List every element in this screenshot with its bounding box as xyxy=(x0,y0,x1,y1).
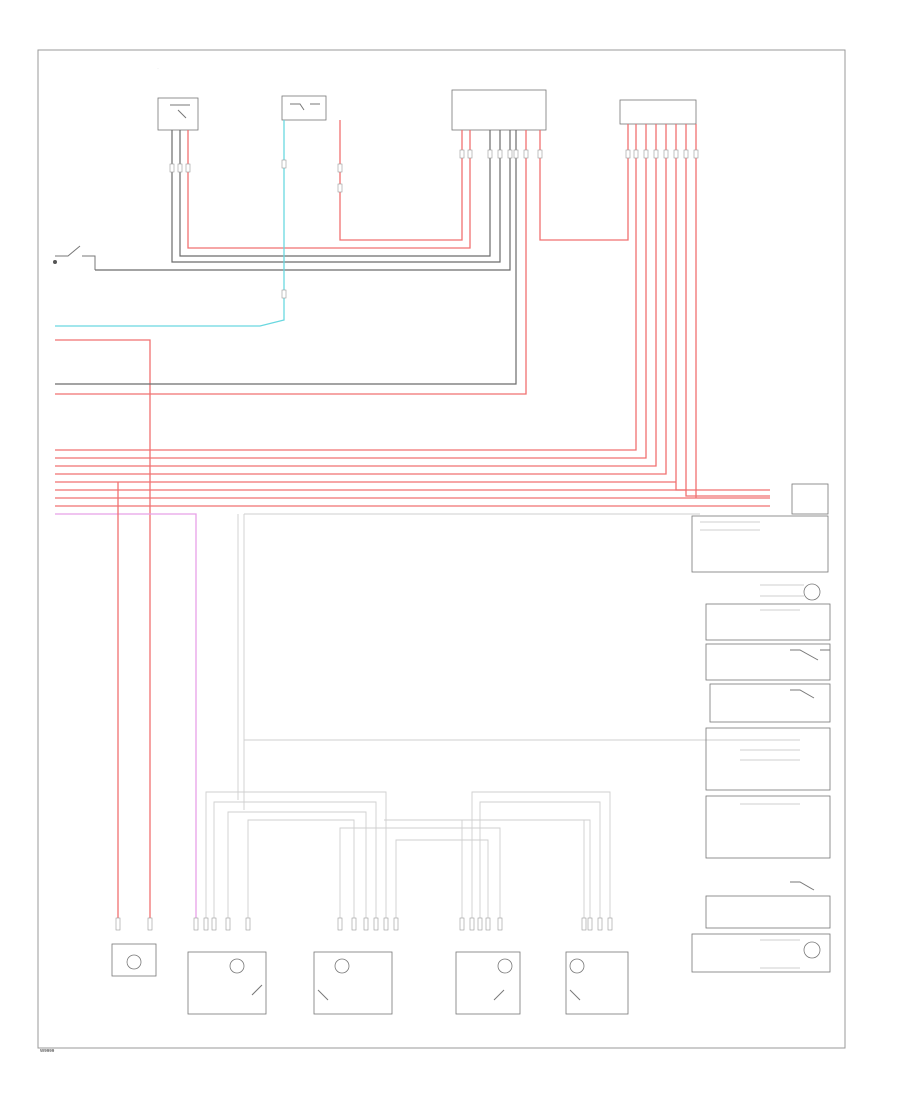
connector-stub xyxy=(373,917,379,931)
wire-lgray-11 xyxy=(461,819,591,920)
connector-stub xyxy=(643,149,649,159)
connector-stub xyxy=(625,149,631,159)
connector-stub xyxy=(497,149,503,159)
connector-stub xyxy=(513,149,519,159)
connector-stub xyxy=(383,917,389,931)
svg-text:ׁ: ׁ xyxy=(157,68,159,69)
connector-stub xyxy=(363,917,369,931)
connector-stub xyxy=(673,149,679,159)
right-switch-3 xyxy=(709,683,831,723)
wire-red-bundle-7 xyxy=(55,124,770,499)
connector-stub xyxy=(337,163,343,173)
wire-red-bundle-2 xyxy=(55,124,647,459)
top-far-right-connector xyxy=(619,99,697,125)
wire-lgray-7 xyxy=(339,827,501,920)
connector-stub xyxy=(469,917,475,931)
wire-red-bundle-4 xyxy=(55,124,667,475)
connector-stub xyxy=(351,917,357,931)
right-switch-1 xyxy=(705,603,831,641)
left-switch xyxy=(53,245,96,270)
connector-stub xyxy=(537,149,543,159)
wire-red-5 xyxy=(539,124,629,241)
connector-stub xyxy=(281,289,287,299)
connector-stub xyxy=(147,917,153,931)
wire-gray-switch xyxy=(95,130,511,271)
wire-gray-3 xyxy=(55,130,517,385)
right-switch-2 xyxy=(705,643,831,681)
wire-red-bundle-6 xyxy=(55,124,770,497)
wire-red-4 xyxy=(55,130,527,395)
right-lamp-7 xyxy=(691,933,831,973)
connector-stub xyxy=(177,163,183,173)
wire-lgray-5 xyxy=(227,811,367,920)
wire-lgray-8 xyxy=(395,839,489,920)
connector-stub xyxy=(507,149,513,159)
connector-stub xyxy=(487,149,493,159)
wire-red-2 xyxy=(339,120,463,241)
connector-stub xyxy=(245,917,251,931)
connector-stub xyxy=(115,917,121,931)
connector-stub xyxy=(581,917,587,931)
bottom-module-4 xyxy=(455,951,521,1015)
connector-stub xyxy=(337,917,343,931)
connector-stub xyxy=(459,149,465,159)
connector-stub xyxy=(597,917,603,931)
right-module-4 xyxy=(705,727,831,791)
wire-red-bundle-3 xyxy=(55,124,657,467)
connector-stub xyxy=(587,917,593,931)
wire-red-3 xyxy=(55,339,151,920)
connector-stub xyxy=(653,149,659,159)
right-connector-block xyxy=(691,483,829,601)
connector-stub xyxy=(337,183,343,193)
connector-stub xyxy=(393,917,399,931)
bottom-module-3 xyxy=(313,951,393,1015)
wire-red-bundle-5 xyxy=(55,124,770,491)
connector-stub xyxy=(459,917,465,931)
connector-stub xyxy=(185,163,191,173)
connector-stub xyxy=(203,917,209,931)
connector-stub xyxy=(497,917,503,931)
bottom-module-5 xyxy=(565,951,629,1015)
wire-red-1 xyxy=(187,130,471,249)
top-right-connector xyxy=(451,89,547,131)
wire-pink xyxy=(55,513,197,920)
wire-gray-1 xyxy=(171,130,501,263)
connector-stub xyxy=(467,149,473,159)
connector-stubs xyxy=(115,149,699,931)
diagram-frame xyxy=(37,49,846,1049)
connector-stub xyxy=(281,159,287,169)
connector-stub xyxy=(683,149,689,159)
connector-stub xyxy=(211,917,217,931)
diagram-code: W9999 xyxy=(40,1048,55,1053)
connector-stub xyxy=(485,917,491,931)
top-left-door-switch: ׁ xyxy=(157,68,199,131)
wire-red-bundle-1 xyxy=(55,124,637,451)
wire-lgray-12 xyxy=(384,819,585,920)
bottom-left-lamp-module xyxy=(111,943,157,977)
wire-gray-2 xyxy=(179,130,491,257)
connector-stub xyxy=(663,149,669,159)
wire-lgray-6 xyxy=(247,819,355,920)
connector-stub xyxy=(169,163,175,173)
connector-stub xyxy=(225,917,231,931)
connector-stub xyxy=(477,917,483,931)
right-switch-6 xyxy=(705,881,831,929)
wire-cyan xyxy=(55,120,285,327)
wire-lgray-9 xyxy=(471,791,611,920)
top-center-relay xyxy=(281,95,327,121)
wire-lgray-3 xyxy=(205,791,387,920)
connector-stub xyxy=(633,149,639,159)
wire-lgray-4 xyxy=(213,801,377,920)
right-module-5 xyxy=(705,795,831,859)
connector-stub xyxy=(693,149,699,159)
bottom-module-2 xyxy=(187,951,267,1015)
connector-stub xyxy=(607,917,613,931)
connector-stub xyxy=(523,149,529,159)
wire-lgray-10 xyxy=(479,801,601,920)
connector-stub xyxy=(193,917,199,931)
